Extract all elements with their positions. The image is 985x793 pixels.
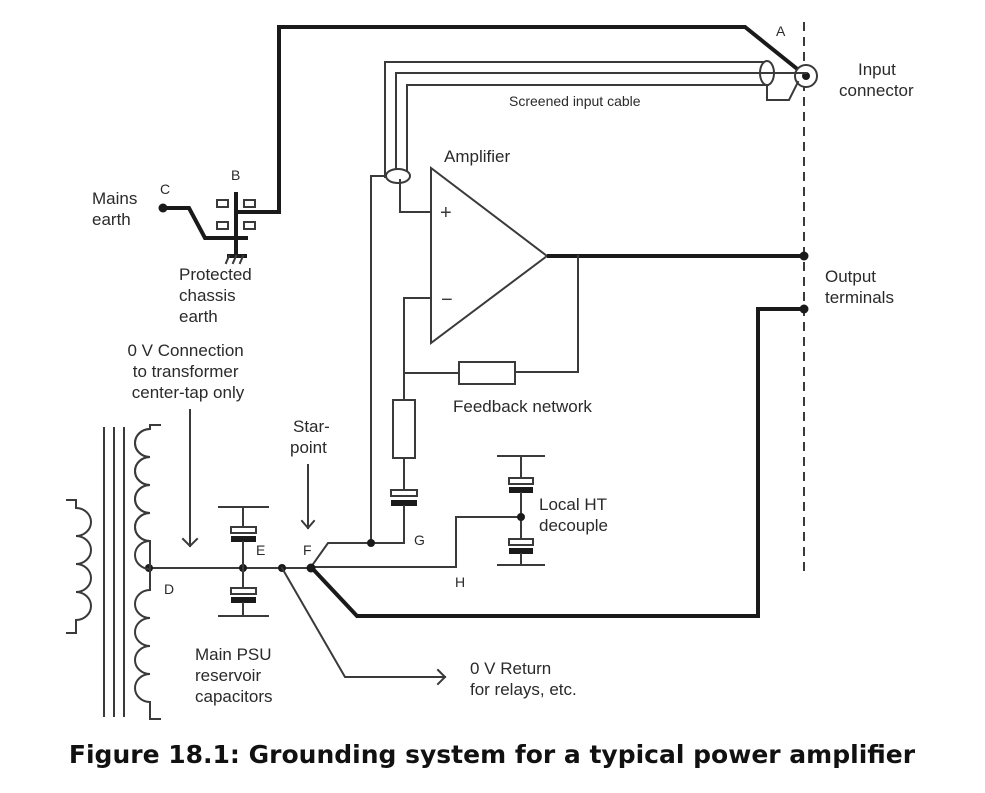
- chassis-earth-wire: [234, 25, 808, 214]
- feedback-tap-wire: [514, 255, 579, 373]
- transformer: [66, 424, 161, 720]
- node-label-c: C: [160, 181, 170, 197]
- mains-earth-wire: [163, 206, 248, 240]
- minus-input-sign: −: [441, 289, 453, 311]
- main-psu-label: Main PSU reservoir capacitors: [195, 645, 276, 706]
- amplifier-label: Amplifier: [444, 147, 510, 166]
- screened-cable-label: Screened input cable: [509, 93, 641, 109]
- local-ht-capacitors: [497, 455, 545, 566]
- feedback-ground-wire: [309, 505, 405, 569]
- noninverting-input-wire: [399, 179, 432, 213]
- node-label-d: D: [164, 581, 174, 597]
- output-terminal-hot: [799, 251, 809, 261]
- relay-return-wire: [280, 566, 446, 678]
- plus-input-sign: +: [440, 202, 452, 224]
- feedback-lower-resistor: [392, 399, 416, 459]
- node-label-b: B: [231, 167, 240, 183]
- output-terminals-label: Output terminals: [825, 267, 894, 307]
- main-psu-capacitors: [218, 506, 269, 617]
- node-label-h: H: [455, 574, 465, 590]
- local-ht-label: Local HT decouple: [539, 495, 611, 535]
- mains-earth-label: Mains earth: [92, 189, 142, 229]
- feedback-resistor: [458, 361, 516, 385]
- node-label-g: G: [414, 532, 425, 548]
- ht-decouple-wire: [310, 516, 521, 568]
- secondary-winding-lower: [134, 567, 161, 720]
- figure-caption: Figure 18.1: Grounding system for a typi…: [69, 740, 916, 769]
- output-return-wire: [309, 307, 804, 618]
- amplifier-triangle: [430, 165, 549, 345]
- output-terminal-return: [799, 304, 809, 314]
- inverting-input-wire: [403, 297, 432, 401]
- primary-winding: [66, 499, 92, 634]
- junction-g-screen: [367, 539, 375, 547]
- node-label-e: E: [256, 542, 265, 558]
- star-point-f: [306, 563, 316, 573]
- input-connector: [794, 64, 818, 88]
- star-point-arrowhead: [300, 519, 316, 530]
- screen-drain-wire: [370, 175, 387, 544]
- feedback-network-label: Feedback network: [453, 397, 592, 416]
- node-label-a: A: [776, 23, 786, 39]
- chassis-earth-stud: [216, 192, 256, 265]
- zero-v-connection-label: 0 V Connection to transformer center-tap…: [128, 341, 249, 402]
- zero-v-connection-arrowhead: [181, 537, 199, 548]
- relay-return-arrow: [436, 668, 447, 686]
- input-connector-label: Input connector: [839, 60, 914, 100]
- feedback-capacitor: [390, 489, 418, 506]
- protected-earth-label: Protected chassis earth: [179, 265, 257, 326]
- screened-input-cable: [384, 60, 807, 184]
- star-point-label: Star- point: [290, 417, 335, 457]
- node-label-f: F: [303, 542, 312, 558]
- zero-v-return-label: 0 V Return for relays, etc.: [470, 659, 577, 699]
